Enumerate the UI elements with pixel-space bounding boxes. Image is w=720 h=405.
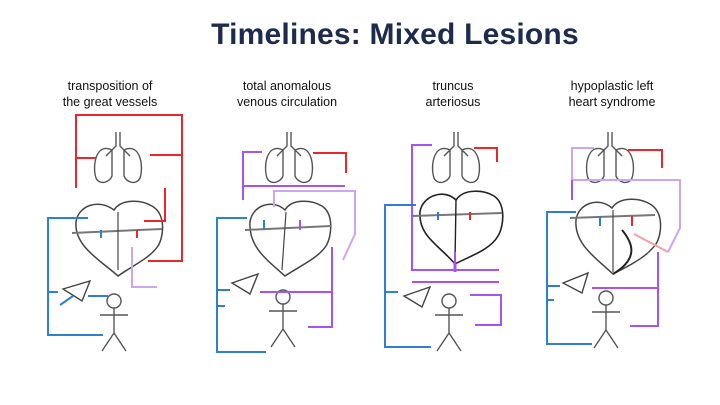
oxygenated-path	[75, 114, 183, 262]
body-organ-triangle-icon	[561, 271, 590, 295]
label-truncus-line1: truncus	[432, 79, 474, 93]
label-hlhs-line1: hypoplastic left	[570, 79, 654, 93]
mixed-path	[242, 151, 345, 200]
label-tga: transposition of the great vessels	[35, 78, 185, 110]
label-tapvc: total anomalous venous circulation	[212, 78, 362, 110]
panel-hlhs	[546, 131, 681, 349]
label-truncus-line2: arteriosus	[425, 95, 481, 109]
panel-truncus	[384, 131, 504, 352]
label-hlhs: hypoplastic left heart syndrome	[537, 78, 687, 110]
mixed-path	[592, 252, 659, 327]
mixed-path	[470, 294, 502, 326]
deoxygenated-path	[47, 217, 108, 336]
lungs-icon	[93, 131, 143, 184]
body-organ-triangle-icon	[402, 285, 432, 309]
mixed-path	[131, 247, 157, 288]
oxygenated-path	[628, 149, 663, 168]
deoxygenated-path	[384, 204, 431, 348]
label-tga-line2: the great vessels	[62, 95, 158, 109]
heart-icon	[411, 190, 504, 266]
mixed-path	[571, 147, 681, 253]
mixed-path	[260, 247, 333, 328]
label-tga-line1: transposition of	[67, 79, 153, 93]
stick-figure-icon	[99, 293, 129, 352]
deoxygenated-path	[546, 211, 592, 345]
oxygenated-path	[313, 152, 347, 173]
oxygenated-path	[76, 157, 166, 222]
shunt-path	[633, 233, 669, 253]
label-tapvc-line1: total anomalous	[242, 79, 332, 93]
stick-figure-icon	[591, 290, 621, 349]
label-tapvc-line2: venous circulation	[236, 95, 338, 109]
panel-tapvc	[216, 131, 356, 353]
panel-tga	[47, 114, 183, 352]
lungs-icon	[264, 131, 314, 184]
stick-figure-icon	[268, 289, 298, 348]
label-hlhs-line2: heart syndrome	[568, 95, 656, 109]
lungs-icon	[585, 131, 635, 184]
heart-icon	[71, 200, 164, 277]
mixed-path	[273, 190, 356, 261]
label-truncus: truncus arteriosus	[378, 78, 528, 110]
heart-icon	[569, 198, 662, 275]
lungs-icon	[431, 131, 481, 184]
slide-title: Timelines: Mixed Lesions	[211, 18, 579, 51]
stick-figure-icon	[434, 293, 464, 352]
body-organ-triangle-icon	[230, 272, 260, 296]
oxygenated-path	[474, 147, 498, 162]
heart-icon	[244, 200, 332, 277]
deoxygenated-path	[216, 217, 266, 353]
body-organ-triangle-icon	[61, 279, 92, 303]
mixed-path	[411, 144, 499, 283]
